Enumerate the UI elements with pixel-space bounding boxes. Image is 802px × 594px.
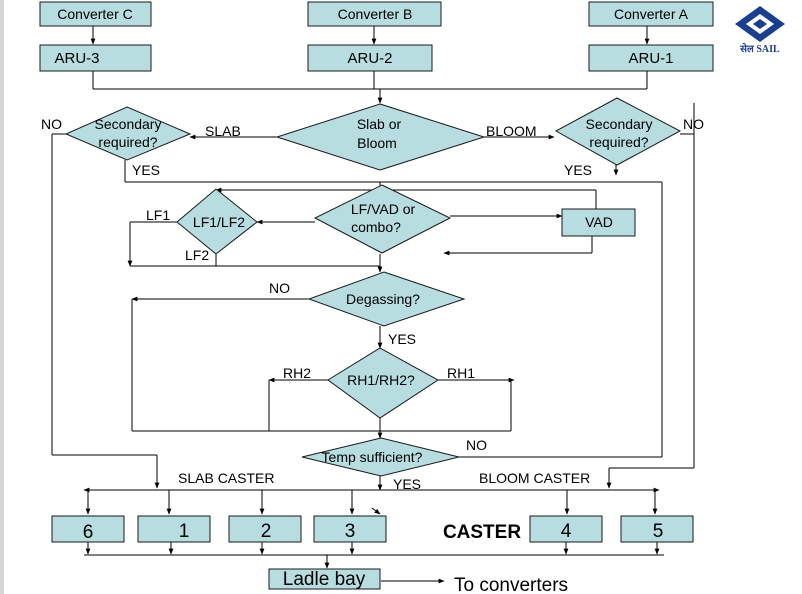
diamond-label: Bloom [357, 135, 397, 151]
diamond [554, 97, 682, 166]
steelmaking-flowchart: Converter C Converter B Converter A ARU-… [39, 1, 785, 594]
converter-c: Converter C [39, 1, 152, 27]
box-label: VAD [585, 214, 613, 230]
box-label: 2 [261, 521, 272, 542]
diamond-label: LF/VAD or [351, 201, 416, 217]
edge-label-no: NO [41, 116, 62, 132]
aru-3: ARU-3 [39, 44, 152, 72]
diamond-label: Secondary [586, 116, 653, 132]
box-label: ARU-3 [54, 50, 99, 67]
box [529, 515, 603, 543]
box [313, 515, 387, 543]
box-label: Converter B [338, 6, 413, 22]
diamond-label: RH1/RH2? [347, 372, 415, 388]
edge-label-bloom-caster: BLOOM CASTER [479, 470, 590, 486]
box-label: Ladle bay [283, 569, 366, 590]
diamond-label: Slab or [357, 116, 402, 132]
box-label: ARU-1 [628, 50, 673, 67]
caster-4: 4 [529, 515, 603, 543]
diamond-label: LF1/LF2 [193, 214, 245, 230]
decision-rh: RH1/RH2? [327, 347, 439, 419]
diamond [313, 184, 452, 254]
connector [371, 507, 381, 515]
diamond-label: Temp sufficient? [322, 449, 423, 465]
box-label: Converter A [614, 6, 689, 22]
decision-degassing: Degassing? [307, 271, 466, 327]
ladle-bay: Ladle bay [268, 568, 381, 590]
caster-1: 1 [137, 515, 211, 543]
box-label: 6 [83, 522, 94, 543]
decision-secondary-left: Secondary required? [64, 106, 192, 161]
diamond [176, 188, 258, 255]
edge-label-lf1: LF1 [146, 207, 170, 223]
converter-a: Converter A [588, 1, 714, 27]
decision-slab-or-bloom: Slab or Bloom [275, 103, 486, 171]
decision-temp: Temp sufficient? [301, 437, 460, 477]
box [620, 515, 694, 543]
edge-labels: SLAB BLOOM NO NO YES YES LF1 LF2 NO YES … [41, 116, 704, 492]
diamond [64, 106, 192, 161]
converter-b: Converter B [307, 1, 442, 27]
edge-label-lf2: LF2 [185, 247, 209, 263]
decision-secondary-right: Secondary required? [554, 97, 682, 166]
aru-1: ARU-1 [588, 44, 714, 72]
box [588, 1, 714, 27]
diamond [327, 347, 439, 419]
decision-lf1-lf2: LF1/LF2 [176, 188, 258, 255]
box [39, 1, 152, 27]
box-label: ARU-2 [347, 50, 392, 67]
diamond-label: Secondary [95, 116, 162, 132]
sail-logo: सेल SAIL [735, 6, 785, 55]
box-label: 3 [345, 521, 356, 542]
caster-6: 6 [51, 515, 125, 543]
edge-label-yes: YES [388, 331, 416, 347]
diamond-label: required? [589, 134, 648, 150]
diamond-label: combo? [351, 219, 401, 235]
edge-label-no: NO [466, 437, 487, 453]
caster-5: 5 [620, 515, 694, 543]
caster-title: CASTER [443, 522, 521, 543]
box [51, 515, 125, 543]
box [39, 44, 152, 72]
vad-box: VAD [561, 208, 636, 237]
edge-label-yes: YES [393, 476, 421, 492]
box [137, 515, 211, 543]
edge-label-bloom: BLOOM [486, 123, 537, 139]
to-converters-label: To converters [454, 575, 568, 594]
logo-mark-core [753, 19, 767, 29]
box [307, 1, 442, 27]
diamond [307, 271, 466, 327]
diamond-label: required? [98, 134, 157, 150]
box-label: 1 [179, 521, 190, 542]
edge-label-no: NO [683, 116, 704, 132]
logo-text: सेल SAIL [739, 42, 780, 55]
edge-label-yes: YES [564, 162, 592, 178]
caster-3: 3 [313, 515, 387, 543]
connectors [51, 25, 695, 584]
box [268, 568, 381, 590]
edge-label-rh2: RH2 [283, 365, 311, 381]
box [307, 44, 433, 72]
edge-label-rh1: RH1 [447, 365, 475, 381]
edge-label-yes: YES [132, 162, 160, 178]
edge-label-slab-caster: SLAB CASTER [178, 470, 274, 486]
box [228, 515, 302, 543]
box-label: 4 [561, 521, 572, 542]
box [561, 208, 636, 237]
edge-label-slab: SLAB [205, 123, 241, 139]
diamond [275, 103, 486, 171]
box-label: Converter C [57, 6, 132, 22]
box-label: 5 [653, 521, 664, 542]
aru-2: ARU-2 [307, 44, 433, 72]
box [588, 44, 714, 72]
diamond [301, 437, 460, 477]
caster-2: 2 [228, 515, 302, 543]
decision-lf-vad: LF/VAD or combo? [313, 184, 452, 254]
diamond-label: Degassing? [346, 291, 420, 307]
edge-label-no: NO [269, 280, 290, 296]
